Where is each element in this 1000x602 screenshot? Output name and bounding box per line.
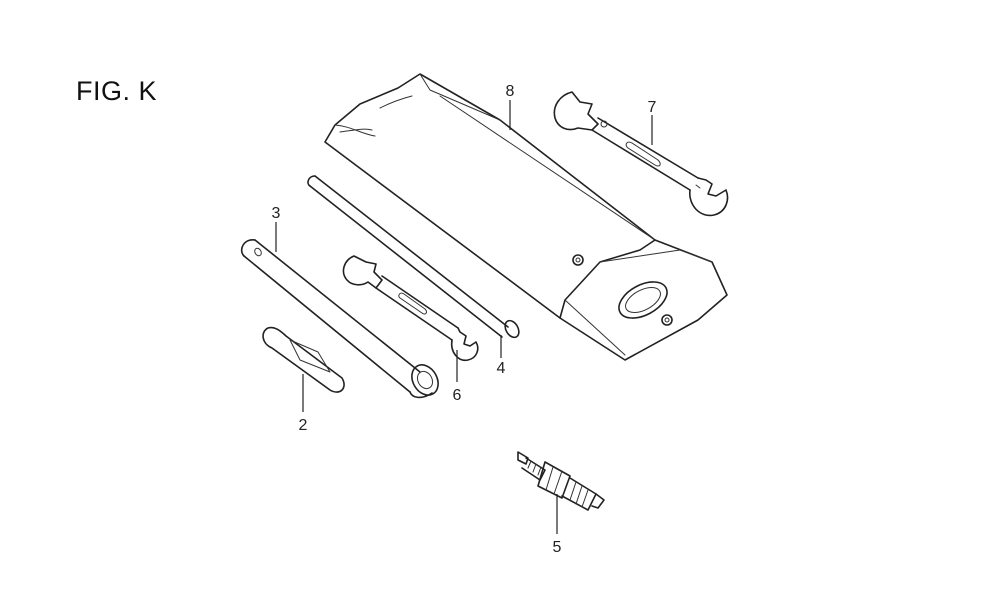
open-end-wrench-icon (342, 255, 479, 362)
bar-icon (307, 175, 520, 339)
open-end-wrench-icon (553, 91, 729, 217)
tool-bag-icon (324, 73, 728, 361)
callout-4: 4 (497, 360, 506, 377)
box-wrench-icon (240, 239, 439, 399)
callout-6: 6 (453, 387, 462, 404)
callout-8: 8 (506, 83, 515, 100)
spark-plug-icon (517, 451, 605, 511)
callout-2: 2 (299, 417, 308, 434)
handle-grip-icon (262, 326, 345, 393)
leader-lines (275, 100, 653, 534)
figure-title: FIG. K (76, 76, 158, 106)
callout-3: 3 (272, 205, 281, 222)
callout-5: 5 (553, 539, 562, 556)
callout-7: 7 (648, 99, 657, 116)
